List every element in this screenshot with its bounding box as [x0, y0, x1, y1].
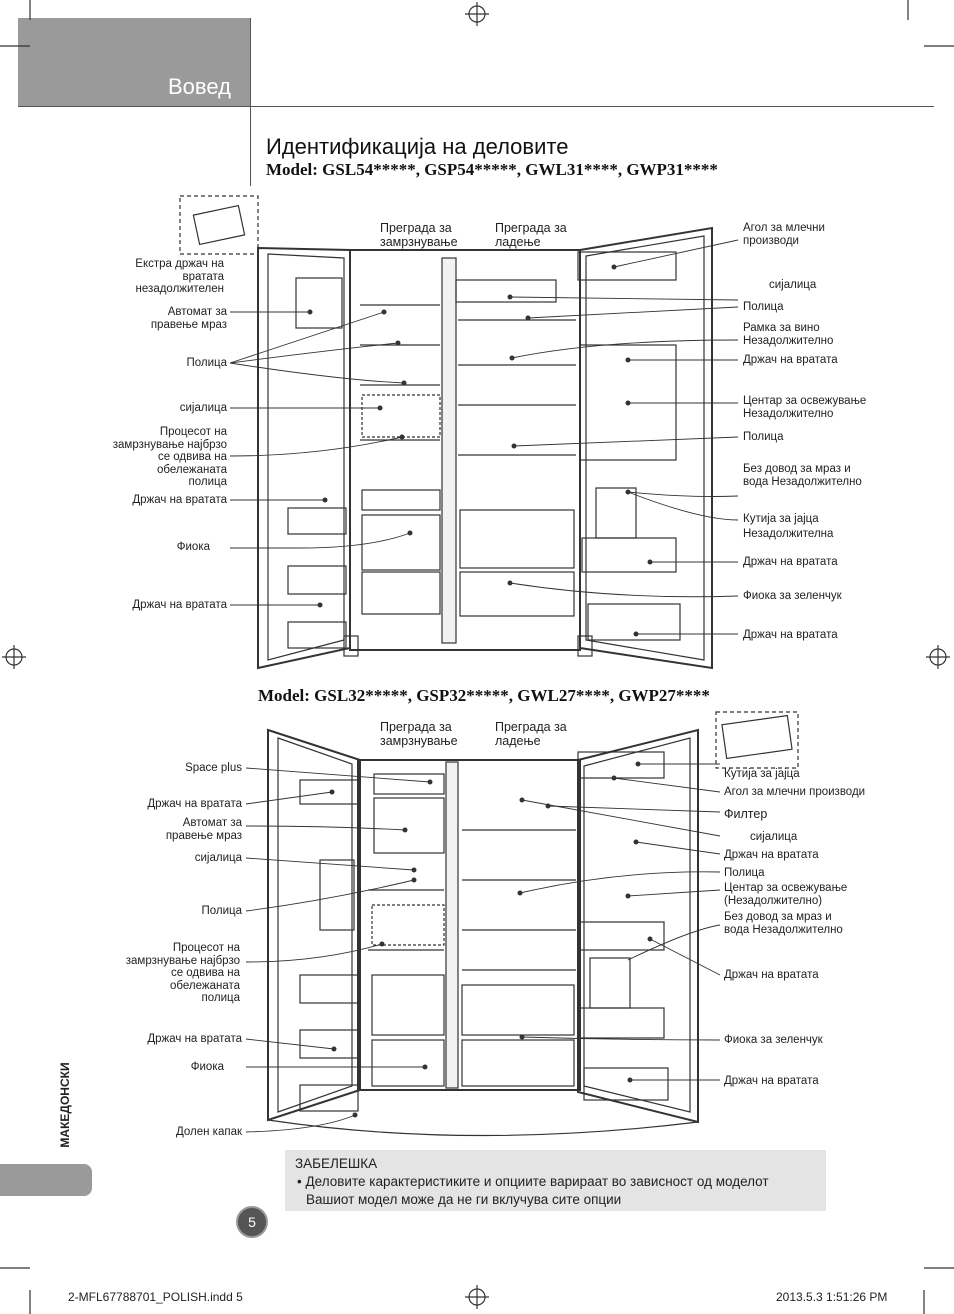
- m1-right-label: Фиока за зеленчук: [743, 590, 842, 602]
- m2-left-label: Полица: [201, 905, 242, 917]
- m2-right-label: Држач на вратата: [724, 1075, 819, 1087]
- m2-freezer-label: Преграда за замрзнување: [380, 720, 458, 748]
- model2-heading: Model: GSL32*****, GSP32*****, GWL27****…: [258, 686, 710, 705]
- language-label: МАКЕДОНСКИ: [58, 1062, 72, 1148]
- m1-right-label: сијалица: [769, 279, 817, 291]
- m2-right-label: Без довод за мраз и вода Незадолжително: [724, 911, 843, 936]
- m1-right-label: Држач на вратата: [743, 556, 838, 568]
- section-title: Вовед: [168, 74, 231, 99]
- section-header: Вовед: [18, 18, 250, 106]
- m1-right-label: Центар за освежување Незадолжително: [743, 395, 867, 420]
- m2-right-label: Кутија за јајца: [724, 768, 800, 780]
- m1-right-label: Без довод за мраз и вода Незадолжително: [743, 463, 862, 488]
- footer-date: 2013.5.3 1:51:26 PM: [776, 1290, 888, 1304]
- m1-left-label: Процесот на замрзнување најбрзо се одвив…: [112, 426, 227, 488]
- m1-right-label: Полица: [743, 431, 784, 443]
- note-box: ЗАБЕЛЕШКА • Деловите карактеристиките и …: [285, 1150, 826, 1211]
- m1-right-label: Агол за млечни производи: [743, 222, 825, 247]
- m2-right-label: Полица: [724, 867, 765, 879]
- m2-fridge-label: Преграда за ладење: [495, 720, 567, 748]
- m2-right-label: Агол за млечни производи: [724, 786, 866, 798]
- m2-right-label: Фиока за зеленчук: [724, 1034, 823, 1046]
- model1-heading: Model: GSL54*****, GSP54*****, GWL31****…: [266, 160, 718, 179]
- m1-right-label: Кутија за јајца Незадолжителна: [743, 513, 834, 540]
- bullet-icon: •: [297, 1174, 302, 1189]
- m2-right-label: Филтер: [724, 807, 768, 821]
- language-tab: [0, 1164, 92, 1196]
- note-line-2: Вашиот модел може да не ги вклучува сите…: [306, 1192, 622, 1207]
- footer-file: 2-MFL67788701_POLISH.indd 5: [68, 1290, 243, 1304]
- m1-right-label: Рамка за вино Незадолжително: [743, 322, 834, 347]
- note-line-1: Деловите карактеристиките и опциите вари…: [305, 1174, 769, 1189]
- header-vertical-rule: [250, 18, 251, 186]
- m2-left-label: Процесот на замрзнување најбрзо се одвив…: [125, 942, 240, 1004]
- m2-right-label: Држач на вратата: [724, 969, 819, 981]
- m1-fridge-label: Преграда за ладење: [495, 221, 567, 249]
- language-sidebar: МАКЕДОНСКИ: [55, 1060, 75, 1160]
- page-title: Идентификација на деловите: [266, 134, 569, 159]
- m2-right-label: Центар за освежување (Незадолжително): [724, 882, 848, 907]
- m1-right-label: Држач на вратата: [743, 354, 838, 366]
- page-number: 5: [236, 1206, 268, 1238]
- m2-left-label: Автомат за правење мраз: [165, 817, 242, 842]
- m1-left-label: Фиока: [176, 541, 210, 553]
- header-rule: [18, 106, 934, 107]
- m1-left-label: Екстра држач на вратата незадолжителен: [135, 258, 224, 295]
- m2-left-label: Долен капак: [175, 1126, 242, 1138]
- m2-right-label: Држач на вратата: [724, 849, 819, 861]
- m1-left-label: сијалица: [179, 402, 227, 414]
- m1-left-label: Држач на вратата: [132, 599, 227, 611]
- m1-right-label: Полица: [743, 301, 784, 313]
- m1-left-label: Полица: [186, 357, 227, 369]
- m2-left-label: Фиока: [190, 1061, 224, 1073]
- m1-left-label: Држач на вратата: [132, 494, 227, 506]
- m2-left-label: Држач на вратата: [147, 798, 242, 810]
- m2-left-label: сијалица: [194, 852, 242, 864]
- note-title: ЗАБЕЛЕШКА: [295, 1156, 378, 1171]
- m1-left-label: Автомат за правење мраз: [150, 306, 227, 331]
- registration-mark-top: [465, 2, 489, 26]
- m2-left-label: Држач на вратата: [147, 1033, 242, 1045]
- m1-freezer-label: Преграда за замрзнување: [380, 221, 458, 249]
- m1-right-label: Држач на вратата: [743, 629, 838, 641]
- m2-left-label: Space plus: [185, 762, 242, 774]
- m2-right-label: сијалица: [750, 831, 798, 843]
